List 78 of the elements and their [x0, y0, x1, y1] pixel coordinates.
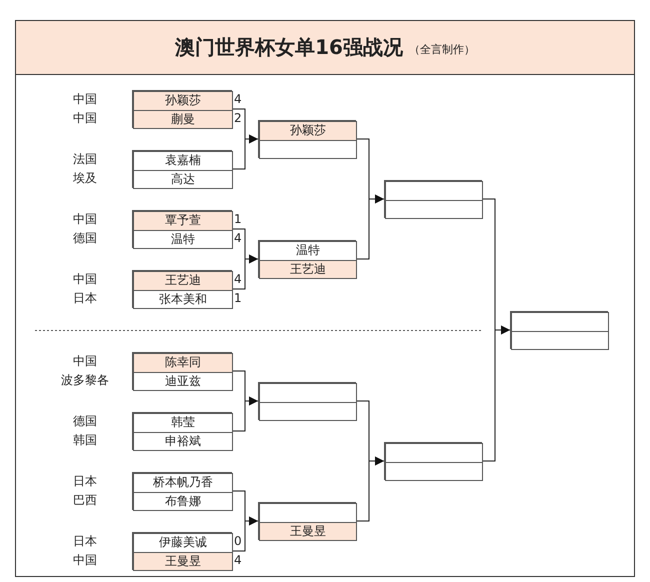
bracket-arrow — [356, 456, 384, 522]
empty-slot — [385, 181, 483, 201]
country-label: 巴西 — [72, 492, 98, 509]
country-label: 中国 — [72, 271, 98, 288]
match-box — [384, 442, 482, 480]
match-box — [132, 150, 232, 188]
score-label: 1 — [234, 211, 242, 228]
country-label: 波多黎各 — [60, 372, 110, 389]
player-cell: 申裕斌 — [133, 432, 233, 451]
score-label: 4 — [234, 552, 242, 569]
player-cell: 温特 — [133, 230, 233, 249]
empty-slot — [385, 443, 483, 463]
match-box — [132, 472, 232, 510]
player-cell: 王艺迪 — [133, 271, 233, 291]
player-cell: 迪亚兹 — [133, 372, 233, 391]
country-label: 日本 — [72, 473, 98, 490]
player-cell: 袁嘉楠 — [133, 151, 233, 171]
bracket-arrow — [356, 194, 384, 260]
match-box — [258, 120, 356, 158]
author-note: （全言制作） — [408, 42, 475, 57]
match-box — [510, 311, 608, 349]
country-label: 德国 — [72, 230, 98, 247]
bracket-arrow — [232, 396, 258, 432]
player-cell: 高达 — [133, 170, 233, 189]
empty-slot — [259, 402, 357, 421]
player-cell: 桥本帆乃香 — [133, 473, 233, 493]
match-box — [132, 210, 232, 248]
empty-slot — [259, 503, 357, 523]
country-label: 埃及 — [72, 170, 98, 187]
country-label: 法国 — [72, 151, 98, 168]
player-cell: 王曼昱 — [259, 522, 357, 541]
player-cell: 温特 — [259, 241, 357, 261]
country-label: 韩国 — [72, 432, 98, 449]
country-label: 日本 — [72, 533, 98, 550]
empty-slot — [259, 140, 357, 159]
player-cell: 孙颖莎 — [259, 121, 357, 141]
match-box — [132, 270, 232, 308]
match-box — [132, 412, 232, 450]
country-label: 中国 — [72, 353, 98, 370]
country-label: 德国 — [72, 413, 98, 430]
match-box — [132, 352, 232, 390]
player-cell: 张本美和 — [133, 290, 233, 309]
score-label: 0 — [234, 533, 242, 550]
player-cell: 伊藤美诚 — [133, 533, 233, 553]
player-cell: 陈幸同 — [133, 353, 233, 373]
score-label: 4 — [234, 91, 242, 108]
match-box — [258, 240, 356, 278]
empty-slot — [511, 312, 609, 332]
country-label: 中国 — [72, 110, 98, 127]
score-label: 4 — [234, 230, 242, 247]
score-label: 2 — [234, 110, 242, 127]
country-label: 中国 — [72, 211, 98, 228]
match-box — [258, 382, 356, 420]
score-label: 4 — [234, 271, 242, 288]
title: 澳门世界杯女单16强战况 — [175, 34, 403, 61]
match-box — [384, 180, 482, 218]
bracket-arrow — [232, 134, 258, 170]
match-box — [258, 502, 356, 540]
player-cell: 王曼昱 — [133, 552, 233, 571]
player-cell: 布鲁娜 — [133, 492, 233, 511]
bracket-arrow — [482, 326, 510, 462]
empty-slot — [511, 331, 609, 350]
player-cell: 韩莹 — [133, 413, 233, 433]
country-label: 日本 — [72, 290, 98, 307]
bracket-arrow — [232, 254, 258, 290]
country-label: 中国 — [72, 91, 98, 108]
player-cell: 王艺迪 — [259, 260, 357, 279]
score-label: 1 — [234, 290, 242, 307]
country-label: 中国 — [72, 552, 98, 569]
player-cell: 覃予萱 — [133, 211, 233, 231]
empty-slot — [385, 462, 483, 481]
player-cell: 孙颖莎 — [133, 91, 233, 111]
empty-slot — [259, 383, 357, 403]
match-box — [132, 532, 232, 570]
bracket-arrow — [232, 516, 258, 552]
empty-slot — [385, 200, 483, 219]
player-cell: 蒯曼 — [133, 110, 233, 129]
match-box — [132, 90, 232, 128]
